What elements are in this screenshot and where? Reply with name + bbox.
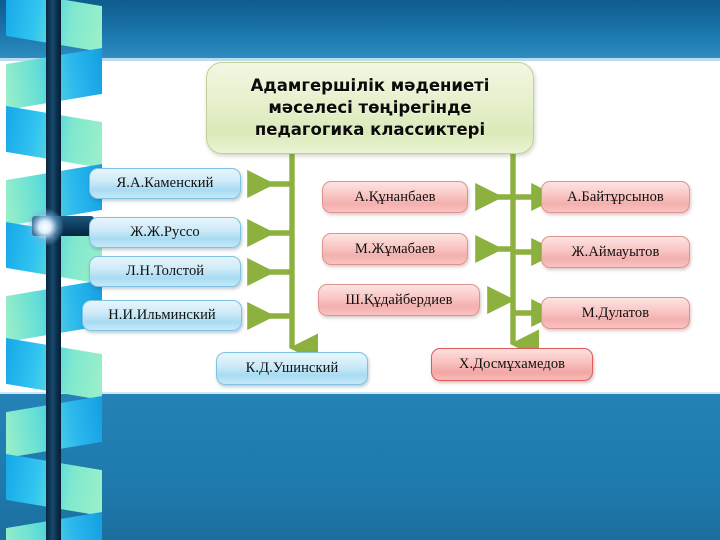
top-background-band — [0, 0, 720, 60]
central-topic-text: Адамгершілік мәдениеті мәселесі төңірегі… — [251, 75, 490, 141]
node-aimauytov: Ж.Аймауытов — [541, 236, 690, 268]
bottom-background-band — [0, 394, 720, 540]
node-kudaiberdiev: Ш.Құдайбердиев — [318, 284, 480, 316]
node-dosmukhamedov: Х.Досмұхамедов — [431, 348, 593, 381]
node-russo: Ж.Ж.Руссо — [89, 217, 241, 248]
node-label: К.Д.Ушинский — [245, 360, 339, 376]
node-label: Х.Досмұхамедов — [458, 356, 566, 372]
top-band-edge — [0, 58, 720, 61]
title-line-3: педагогика классиктері — [254, 120, 486, 140]
node-label: Н.И.Ильминский — [108, 307, 216, 323]
node-label: А.Байтұрсынов — [567, 188, 664, 205]
node-label: Я.А.Каменский — [116, 175, 214, 191]
central-topic-box: Адамгершілік мәдениеті мәселесі төңірегі… — [206, 62, 534, 154]
node-ilminsky: Н.И.Ильминский — [82, 300, 242, 331]
helix-center-rod — [46, 0, 61, 540]
bottom-band-edge — [0, 392, 720, 395]
node-kunanbaev: А.Құнанбаев — [322, 181, 468, 213]
title-line-1: Адамгершілік мәдениеті — [250, 75, 490, 95]
node-label: М.Жұмабаев — [354, 240, 436, 257]
node-label: Ш.Құдайбердиев — [345, 291, 453, 308]
node-label: М.Дулатов — [581, 304, 650, 321]
helix-glow-node — [26, 208, 64, 246]
title-line-2: мәселесі төңірегінде — [268, 97, 472, 117]
node-label: Л.Н.Толстой — [125, 263, 205, 279]
node-tolstoy: Л.Н.Толстой — [89, 256, 241, 287]
node-label: Ж.Аймауытов — [571, 243, 660, 260]
helix-ribbon-decoration — [6, 0, 102, 540]
node-label: А.Құнанбаев — [354, 188, 436, 205]
node-zhumabaev: М.Жұмабаев — [322, 233, 468, 265]
node-ushinsky: К.Д.Ушинский — [216, 352, 368, 385]
node-baitursynov: А.Байтұрсынов — [541, 181, 690, 213]
node-label: Ж.Ж.Руссо — [130, 224, 200, 240]
node-dulatov: М.Дулатов — [541, 297, 690, 329]
node-kamensky: Я.А.Каменский — [89, 168, 241, 199]
